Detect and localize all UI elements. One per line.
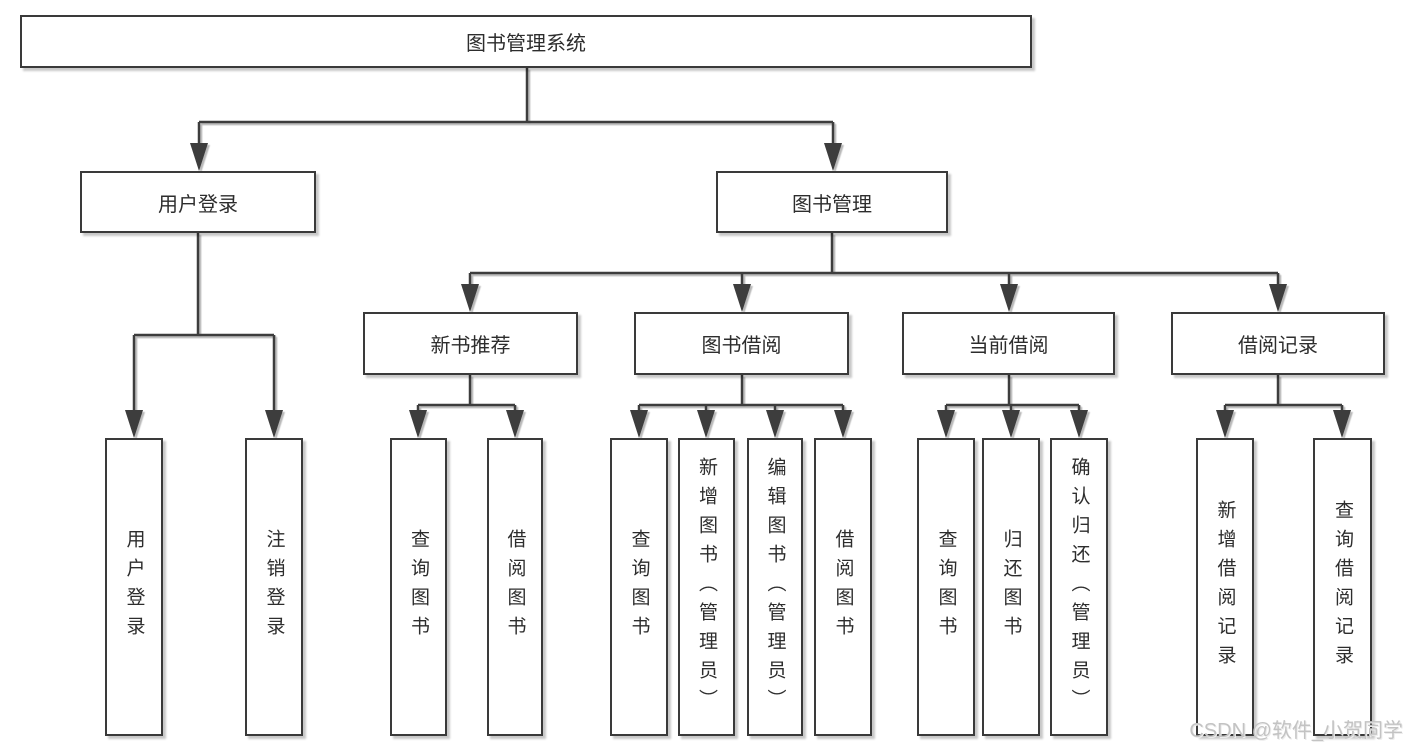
node-label: 借阅图书 bbox=[832, 529, 854, 645]
node-query-books-rec: 查询图书 bbox=[390, 438, 447, 736]
node-book-management: 图书管理 bbox=[716, 171, 948, 233]
node-edit-books-admin: 编辑图书（管理员） bbox=[747, 438, 803, 736]
node-label: 查询图书 bbox=[628, 529, 650, 645]
node-label: 图书借阅 bbox=[701, 335, 782, 357]
node-query-books-borrow: 查询图书 bbox=[610, 438, 668, 736]
node-label: 借阅记录 bbox=[1238, 335, 1318, 357]
node-label: 编辑图书（管理员） bbox=[764, 456, 786, 718]
node-label: 图书管理系统 bbox=[466, 33, 586, 55]
node-user-login-branch: 用户登录 bbox=[80, 171, 316, 233]
node-borrow-books: 借阅图书 bbox=[814, 438, 872, 736]
node-library-management-system: 图书管理系统 bbox=[20, 15, 1032, 68]
node-new-book-recommendation: 新书推荐 bbox=[363, 312, 578, 375]
node-confirm-return-admin: 确认归还（管理员） bbox=[1050, 438, 1108, 736]
node-label: 注销登录 bbox=[263, 529, 285, 645]
node-borrow-books-rec: 借阅图书 bbox=[487, 438, 543, 736]
node-label: 新增图书（管理员） bbox=[696, 456, 717, 718]
node-label: 新书推荐 bbox=[430, 335, 511, 357]
node-add-books-admin: 新增图书（管理员） bbox=[678, 438, 735, 736]
arrowheads bbox=[125, 143, 1351, 438]
node-book-borrowing: 图书借阅 bbox=[634, 312, 849, 375]
node-user-login-leaf: 用户登录 bbox=[105, 438, 163, 736]
node-return-books: 归还图书 bbox=[982, 438, 1040, 736]
csdn-watermark: CSDN @软件_小贺同学 bbox=[1189, 720, 1403, 742]
node-query-borrow-record: 查询借阅记录 bbox=[1313, 438, 1372, 736]
node-add-borrow-record: 新增借阅记录 bbox=[1196, 438, 1254, 736]
node-label: 确认归还（管理员） bbox=[1068, 456, 1090, 718]
node-label: 当前借阅 bbox=[968, 335, 1049, 357]
node-label: 查询图书 bbox=[408, 529, 429, 645]
node-logout: 注销登录 bbox=[245, 438, 303, 736]
node-label: 用户登录 bbox=[158, 193, 238, 216]
node-query-books-current: 查询图书 bbox=[917, 438, 975, 736]
node-label: 借阅图书 bbox=[504, 529, 526, 645]
node-label: 用户登录 bbox=[123, 529, 145, 645]
node-label: 查询图书 bbox=[935, 529, 957, 645]
node-current-borrowing: 当前借阅 bbox=[902, 312, 1115, 375]
node-label: 新增借阅记录 bbox=[1214, 500, 1236, 674]
node-borrowing-records: 借阅记录 bbox=[1171, 312, 1385, 375]
node-label: 归还图书 bbox=[1000, 529, 1022, 645]
node-label: 图书管理 bbox=[792, 193, 872, 216]
node-label: 查询借阅记录 bbox=[1332, 500, 1353, 674]
